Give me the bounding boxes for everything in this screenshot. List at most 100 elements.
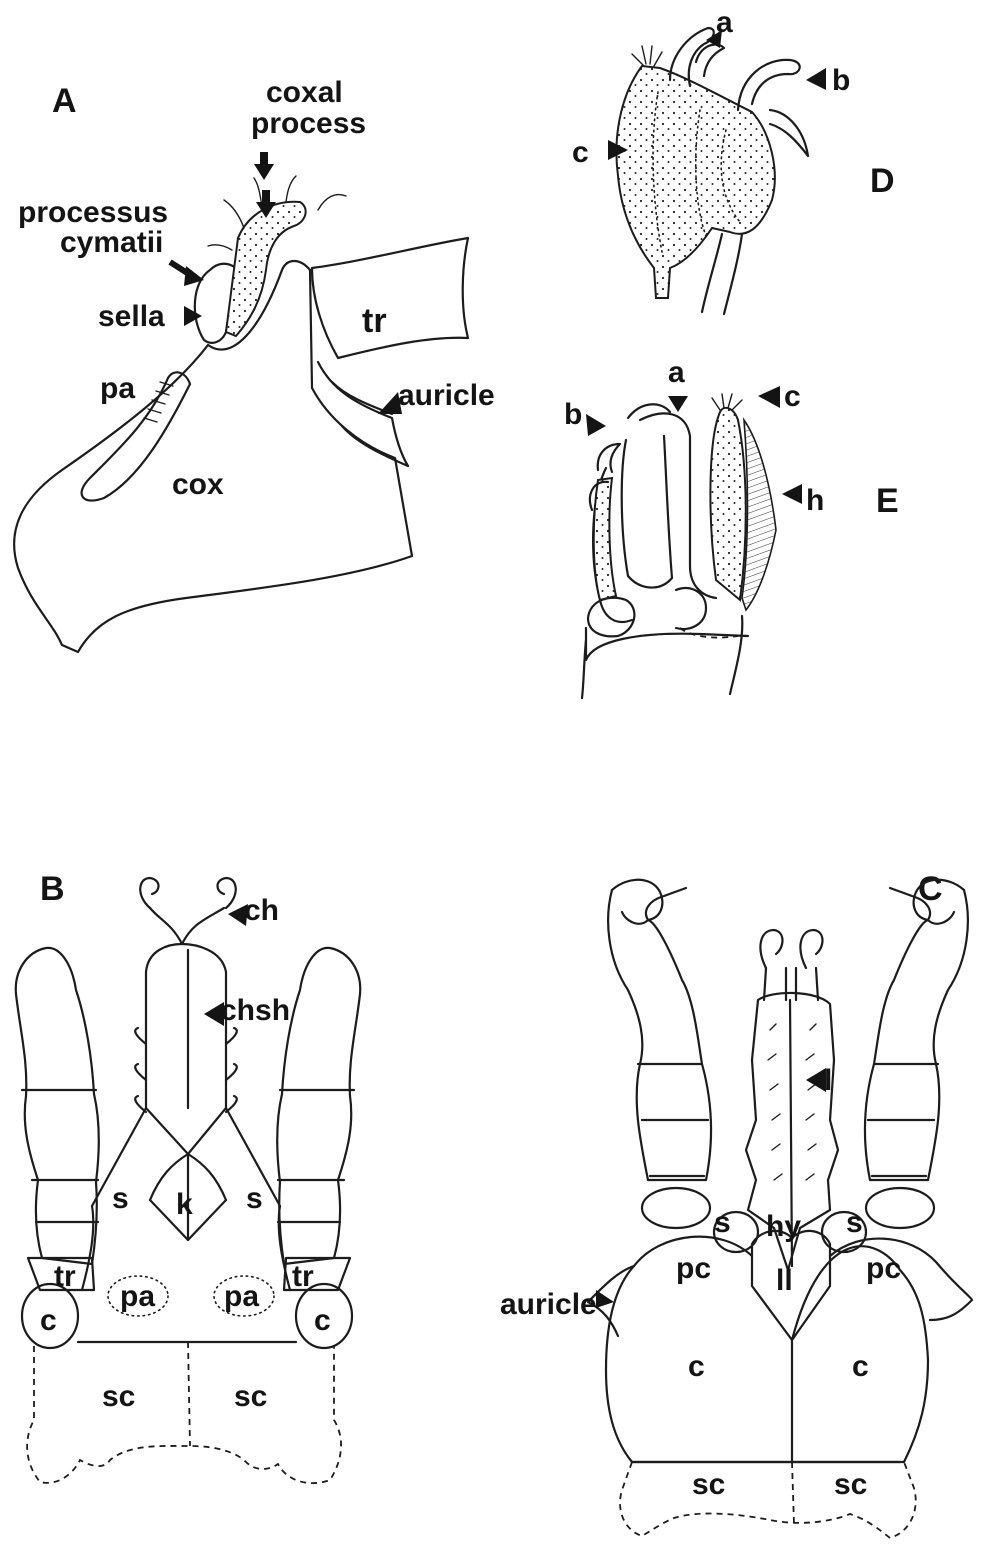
pa-label: pa (100, 372, 135, 405)
coxal-process-arrow-2-shaft (262, 190, 270, 204)
chela-e-c-arrow (758, 386, 780, 408)
b-sc-right-label: sc (234, 1380, 267, 1413)
chela-e-bulb-left (588, 598, 634, 637)
auricle-arrow (378, 392, 402, 414)
chela-d-c-label: c (572, 136, 589, 169)
c-pc-left-label: pc (676, 1252, 711, 1285)
chela-e-fang-b (598, 444, 620, 472)
b-left-palp (16, 948, 99, 1264)
coxal-process-arrow-1 (254, 164, 274, 180)
b-cheliceral-hands (150, 908, 224, 944)
b-sc-left-label: sc (102, 1380, 135, 1413)
b-pa-right-label: pa (224, 1280, 259, 1313)
panel-d-letter: D (870, 162, 895, 200)
c-cheliceral-fangs (760, 930, 822, 968)
chela-e-body (640, 413, 716, 598)
c-c-right-label: c (852, 1350, 869, 1383)
chela-e-b-arrow (586, 414, 606, 436)
coxal-process (226, 202, 306, 336)
c-auricle-label: auricle (500, 1288, 597, 1321)
panel-e-letter: E (876, 482, 899, 520)
b-midline (188, 1342, 190, 1446)
cox-label: cox (172, 468, 224, 501)
b-chsh-label: chsh (220, 994, 290, 1027)
c-left-palp (608, 890, 711, 1180)
c-right-trochanter (866, 1188, 934, 1228)
chela-d-stem (702, 234, 742, 314)
chela-e-b-label: b (564, 398, 582, 431)
c-auricle-arrow (596, 1290, 614, 1308)
b-s-right-label: s (246, 1182, 263, 1215)
b-tr-left-label: tr (54, 1260, 76, 1293)
b-right-palp-joints (278, 1090, 354, 1222)
b-chsh-arrow (204, 1002, 224, 1026)
b-s-left-label: s (112, 1182, 129, 1215)
chela-e-stippled-strip (594, 478, 616, 600)
panel-b-letter: B (40, 870, 65, 908)
chela-e-h-arrow (782, 484, 802, 504)
b-sheath-spines (135, 1028, 237, 1112)
b-cheliceral-sheath (146, 944, 226, 1108)
panel-a-letter: A (52, 82, 77, 120)
b-k-label: k (176, 1188, 193, 1221)
b-c-right-label: c (314, 1304, 331, 1337)
c-hy-label: hy (766, 1210, 801, 1243)
c-sclerite-outline (620, 1462, 916, 1538)
coxal-process-label-1: coxal (266, 76, 343, 109)
sella-arrow (184, 306, 202, 326)
b-cheliceral-fangs (140, 878, 236, 908)
c-left-trochanter (642, 1188, 710, 1228)
sella-label: sella (98, 300, 165, 333)
b-ch-label: ch (244, 894, 279, 927)
chela-e-c-label: c (784, 380, 801, 413)
coxal-process-label-2: process (251, 107, 366, 140)
chela-e-inner (622, 436, 672, 588)
panel-e: E a b c h (564, 356, 899, 698)
c-s-right-label: s (846, 1206, 863, 1239)
fang-b-tip (770, 110, 808, 156)
b-pa-left-label: pa (120, 1280, 155, 1313)
finger-c (710, 408, 745, 600)
panel-c: C (500, 870, 972, 1538)
blade-h (742, 420, 776, 610)
processus-cymatii-label-2: cymatii (60, 226, 163, 259)
b-tr-right-label: tr (292, 1260, 314, 1293)
chela-d-setae (632, 46, 662, 66)
b-c-left-label: c (40, 1304, 57, 1337)
fang-a-inner (696, 44, 724, 76)
processus-cymatii-label-1: processus (18, 196, 168, 229)
c-midline (792, 1462, 794, 1524)
chela-e-a-arrow (668, 396, 688, 412)
fang-b (738, 60, 800, 110)
b-sclerite-outline (27, 1346, 341, 1483)
panel-d: D a b c (572, 6, 895, 314)
c-right-palp (865, 890, 968, 1180)
c-sc-right-label: sc (834, 1468, 867, 1501)
b-ch-arrow (228, 904, 248, 926)
coxa-outline (14, 261, 412, 652)
coxal-process-arrow-1-shaft (260, 152, 268, 166)
auricle-label: auricle (398, 379, 495, 412)
c-s-left-label: s (714, 1206, 731, 1239)
c-right-palp-joints (868, 1064, 938, 1176)
c-pc-right-label: pc (866, 1252, 901, 1285)
c-sc-left-label: sc (692, 1468, 725, 1501)
c-c-left-label: c (688, 1350, 705, 1383)
panel-c-letter: C (918, 870, 943, 908)
tr-label: tr (362, 302, 387, 340)
c-ll-label: ll (776, 1264, 793, 1297)
chela-e-h-label: h (806, 484, 824, 517)
chela-e-base (586, 628, 748, 660)
chela-d-b-label: b (832, 64, 850, 97)
trochanter (312, 238, 468, 358)
panel-a: A coxal process (14, 76, 495, 652)
chela-e-bulb-right (676, 588, 706, 629)
c-left-palp-joints (638, 1064, 708, 1176)
chela-e-stalk (582, 616, 742, 698)
panel-b: B (16, 870, 360, 1483)
chela-e-a-label: a (668, 356, 685, 389)
chela-d-b-arrow (806, 68, 826, 90)
b-left-palp-joints (22, 1090, 98, 1222)
c-left-palp-claw (612, 880, 686, 924)
